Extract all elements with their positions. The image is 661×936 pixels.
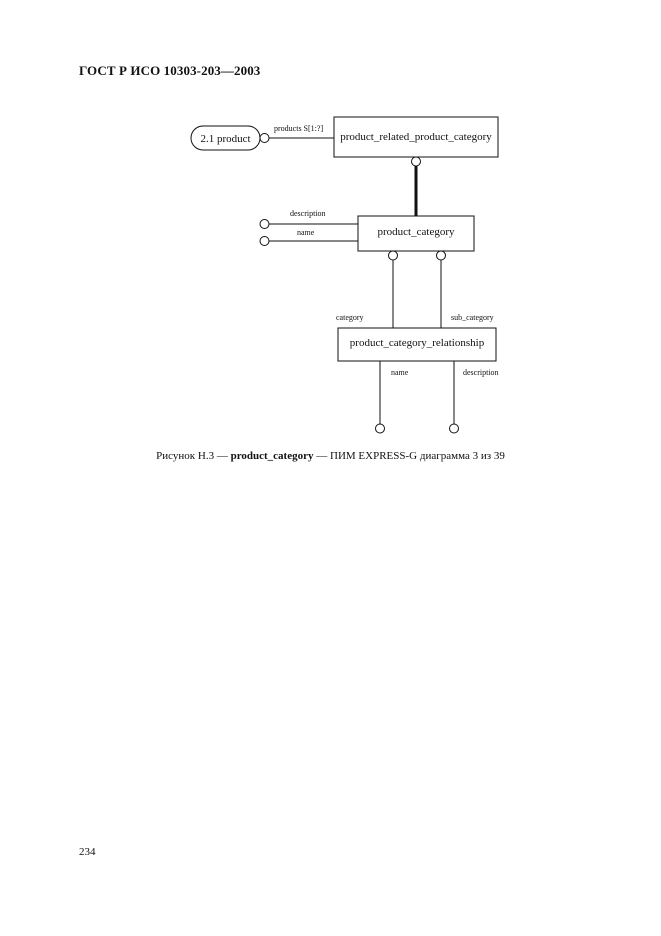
pcr-entity-box — [337, 327, 497, 362]
caption-prefix: Рисунок H.3 — — [156, 450, 231, 462]
pc-description-end-circle — [259, 219, 270, 229]
pcr-name-label: name — [391, 368, 409, 377]
product-reference-label: 2.1 product — [200, 133, 250, 145]
caption-suffix: — ПИМ EXPRESS-G диаграмма 3 из 39 — [313, 450, 505, 462]
pcr-description-end-circle — [449, 423, 459, 434]
pc-description-label: description — [290, 209, 326, 218]
pc-entity-label: product_category — [378, 226, 455, 238]
sub-category-end-circle — [436, 250, 446, 261]
pcr-name-end-circle — [375, 423, 385, 434]
document-header: ГОСТ Р ИСО 10303-203—2003 — [79, 63, 261, 78]
pcr-description-label: description — [463, 368, 499, 377]
page-number: 234 — [79, 846, 96, 858]
pcr-entity-label: product_category_relationship — [350, 337, 485, 349]
sub-category-role-label: sub_category — [451, 313, 494, 322]
category-end-circle — [388, 250, 398, 261]
caption-entity-name: product_category — [230, 450, 314, 462]
prpc-entity-label: product_related_product_category — [340, 131, 492, 143]
figure-caption: Рисунок H.3 — product_category — ПИМ EXP… — [0, 450, 661, 462]
products-role-label: products S[1:?] — [274, 124, 323, 133]
pc-name-label: name — [297, 228, 315, 237]
products-end-circle — [259, 133, 270, 143]
pc-name-end-circle — [259, 236, 270, 246]
subtype-circle — [411, 156, 421, 167]
category-role-label: category — [336, 313, 364, 322]
